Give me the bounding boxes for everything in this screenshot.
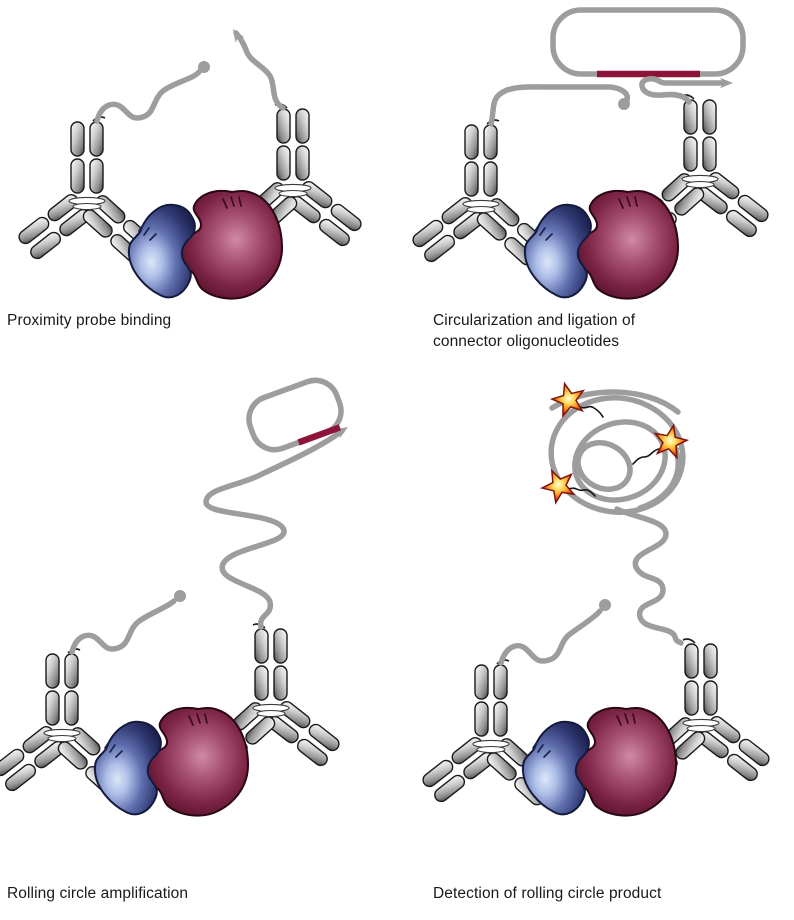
left-proximity-probe-strand	[488, 84, 631, 127]
dna-circle-icon	[550, 7, 746, 77]
protein-complex	[523, 189, 679, 300]
probe-end-dot	[618, 98, 630, 110]
rca-strand	[614, 506, 684, 646]
probe-end-dot	[174, 590, 186, 602]
panel-rolling-circle-amplification	[0, 377, 351, 817]
probe-end-dot	[599, 599, 611, 611]
panel-detection-rolling-circle-product	[420, 378, 771, 817]
panel-proximity-probe-binding	[16, 26, 363, 300]
caption-proximity-probe-binding: Proximity probe binding	[7, 312, 172, 329]
dna-circle-icon	[246, 377, 344, 453]
detection-oligo-squiggle	[579, 405, 604, 418]
left-proximity-probe-strand	[94, 69, 202, 124]
probe-end-dot	[198, 61, 210, 73]
protein-complex	[521, 706, 677, 817]
panel-circularization-ligation	[410, 7, 770, 300]
detection-oligo-squiggle	[632, 448, 660, 465]
left-proximity-probe-strand	[498, 608, 603, 666]
rca-strand	[203, 471, 287, 630]
connector-oligo-segment	[297, 424, 342, 446]
caption-rolling-circle-amplification: Rolling circle amplification	[7, 885, 189, 902]
detection-oligo-squiggle	[568, 487, 596, 497]
rca-extension-strand	[259, 428, 345, 477]
caption-circularization-ligation: Circularization and ligation of connecto…	[433, 312, 636, 350]
protein-complex	[93, 706, 249, 817]
right-proximity-probe-strand	[233, 30, 286, 111]
right-proximity-probe-strand	[639, 76, 728, 105]
protein-complex	[127, 189, 283, 300]
left-proximity-probe-strand	[69, 598, 177, 655]
caption-detection-rolling-circle-product: Detection of rolling circle product	[433, 885, 662, 902]
